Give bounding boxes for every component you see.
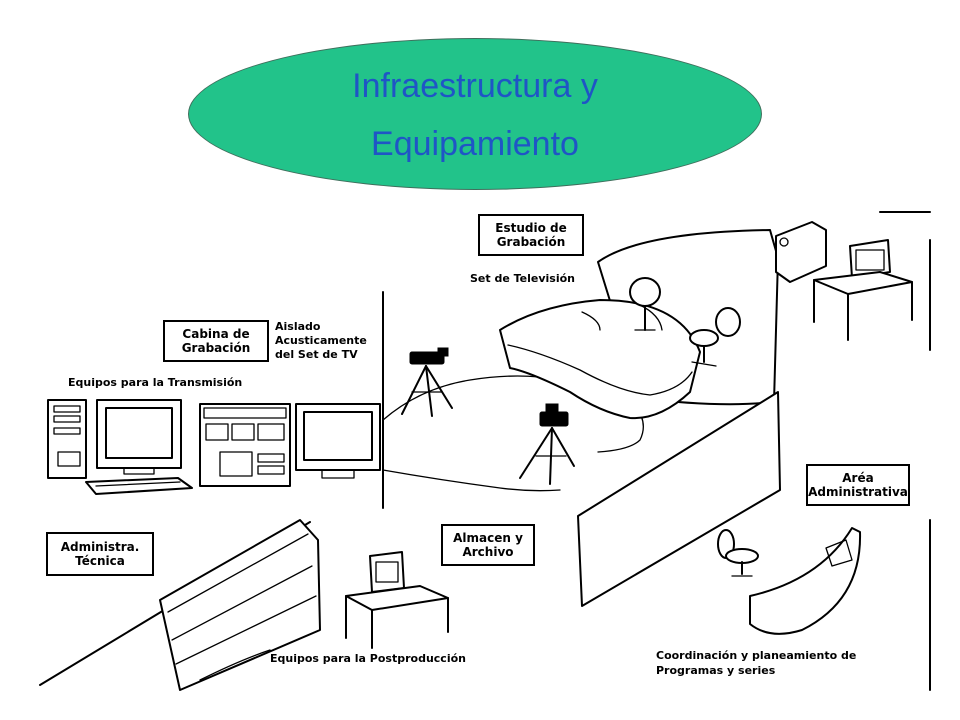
label-cabina-line2: Grabación — [181, 341, 251, 355]
tv-camera-tripod-icon — [401, 347, 453, 417]
label-coordinacion-line1: Coordinación y planeamiento de — [656, 649, 857, 662]
label-almacen-archivo: Almacen y Archivo — [441, 524, 535, 566]
label-estudio-line1: Estudio de — [495, 221, 567, 235]
title-oval — [188, 38, 762, 190]
label-coordinacion-line2: Programas y series — [656, 664, 776, 677]
crt-monitor-icon — [96, 399, 182, 475]
video-rack-icon — [199, 403, 291, 487]
label-cabina-grabacion: Cabina de Grabación — [163, 320, 269, 362]
label-set-television: Set de Televisión — [470, 272, 576, 285]
label-area-line2: Administrativa — [808, 485, 908, 499]
studio-sofa-icon — [499, 299, 701, 420]
server-tower-icon — [47, 399, 87, 479]
label-equipos-postproduccion: Equipos para la Postproducción — [270, 652, 466, 665]
storage-shelf-icon — [39, 519, 321, 691]
label-equipos-transmision: Equipos para la Transmisión — [68, 376, 243, 389]
keyboard-icon — [85, 477, 193, 495]
label-aislado: Aislado Acusticamente del Set de TV — [275, 320, 367, 362]
label-almacen-line2: Archivo — [462, 545, 514, 559]
title-line-2: Equipamiento — [371, 125, 579, 163]
title-line-1: Infraestructura y — [352, 67, 598, 105]
label-aislado-line1: Aislado — [275, 320, 321, 333]
label-aislado-line2: Acusticamente — [275, 334, 367, 347]
computer-desk-icon-2 — [345, 551, 449, 649]
label-coordinacion: Coordinación y planeamiento de Programas… — [656, 648, 856, 678]
label-cabina-line1: Cabina de — [182, 327, 250, 341]
reception-counter-icon — [749, 519, 931, 691]
studio-chair-icon — [629, 277, 661, 331]
label-admin-line2: Técnica — [75, 554, 125, 568]
label-administra-tecnica: Administra. Técnica — [46, 532, 154, 576]
label-estudio-grabacion: Estudio de Grabación — [478, 214, 584, 256]
crt-monitor-icon-2 — [295, 403, 381, 479]
studio-chair-icon-2 — [689, 307, 741, 367]
label-aislado-line3: del Set de TV — [275, 348, 358, 361]
label-area-administrativa: Aréa Administrativa — [806, 464, 910, 506]
label-almacen-line1: Almacen y — [453, 531, 523, 545]
tv-camera-tripod-icon-2 — [519, 403, 575, 485]
computer-desk-icon — [775, 211, 931, 351]
label-estudio-line2: Grabación — [496, 235, 566, 249]
storage-partition-panel — [577, 391, 781, 607]
office-chair-icon — [717, 529, 759, 577]
label-area-line1: Aréa — [842, 471, 874, 485]
label-admin-line1: Administra. — [60, 540, 140, 554]
